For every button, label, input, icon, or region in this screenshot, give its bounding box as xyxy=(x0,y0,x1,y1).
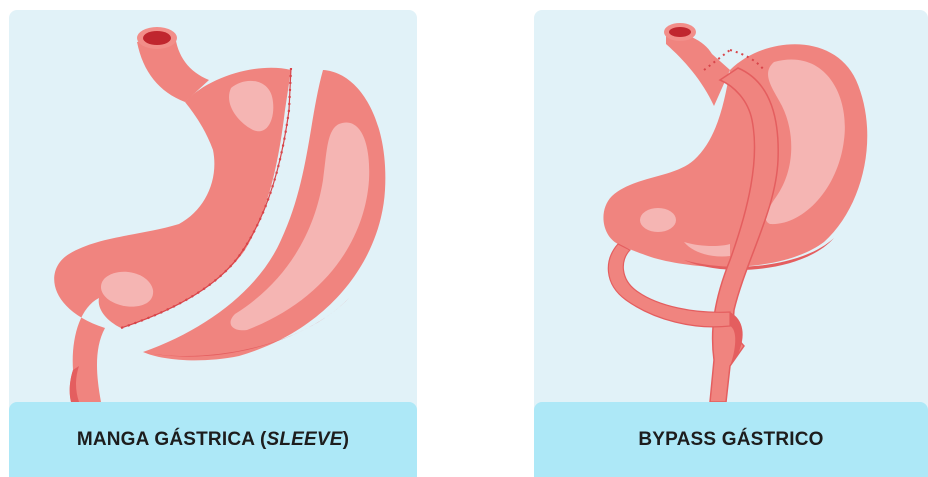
sleeve-card: MANGA GÁSTRICA (SLEEVE) xyxy=(9,10,417,477)
sleeve-caption: MANGA GÁSTRICA (SLEEVE) xyxy=(77,429,349,451)
sleeve-gastrectomy-stomach-icon xyxy=(9,10,417,402)
bypass-caption-bar: BYPASS GÁSTRICO xyxy=(534,402,928,477)
bypass-card: BYPASS GÁSTRICO xyxy=(534,10,928,477)
sleeve-caption-italic: SLEEVE xyxy=(266,429,342,450)
gastric-bypass-stomach-icon xyxy=(534,10,928,402)
sleeve-caption-bar: MANGA GÁSTRICA (SLEEVE) xyxy=(9,402,417,477)
bypass-caption: BYPASS GÁSTRICO xyxy=(638,429,823,451)
